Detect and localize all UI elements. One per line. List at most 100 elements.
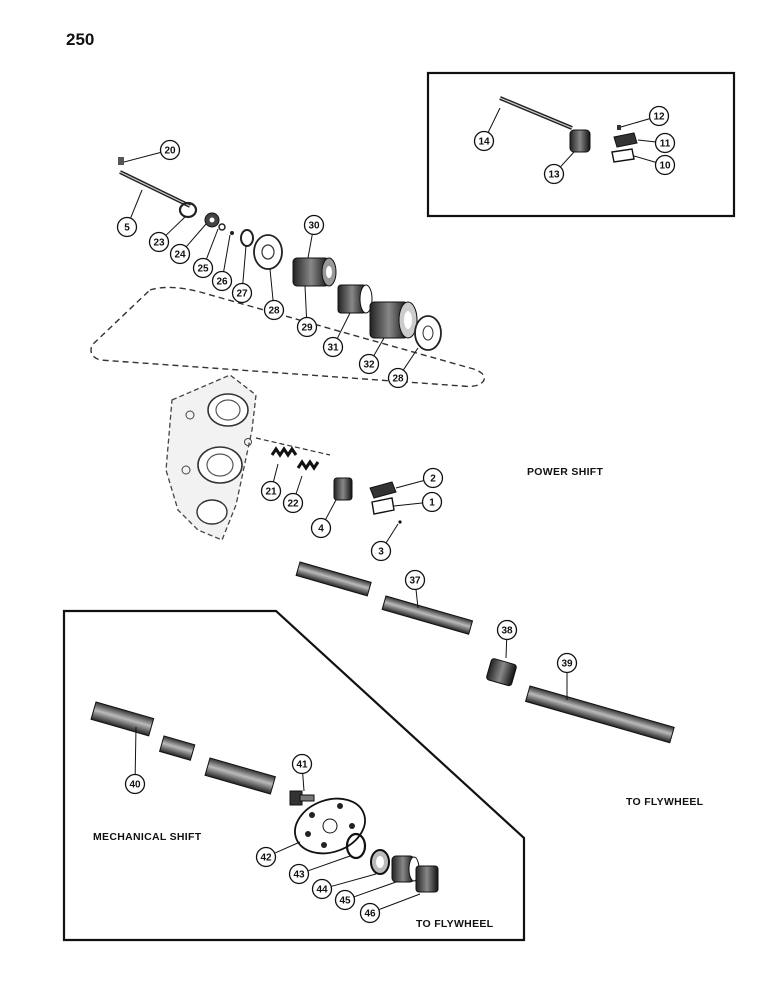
callout-30: 30 [303,214,325,259]
callout-number: 42 [260,853,272,864]
leader-line [337,312,351,339]
spring-21 [270,446,298,458]
callout-number: 2 [430,474,436,485]
leader-line [308,855,351,872]
callout-circle [322,336,344,358]
leader-line [134,726,137,775]
callout-number: 10 [659,161,671,172]
shift-rod-5 [118,157,191,208]
leader-line [307,234,313,259]
leader-line [165,215,187,236]
callout-circle [282,492,304,514]
callout-circle [296,316,318,338]
callout-20: 20 [123,139,181,163]
callout-31: 31 [322,312,351,358]
callout-circle [473,130,495,152]
callout-28: 28 [387,347,419,389]
callout-4: 4 [310,499,337,539]
callout-circle [654,132,676,154]
callout-number: 14 [478,137,490,148]
callout-circle [260,480,282,502]
leader-line [637,139,656,143]
gear-32 [369,301,418,339]
page-number: 250 [66,30,95,49]
callout-14: 14 [473,107,501,152]
callout-number: 43 [293,870,305,881]
callout-circle [303,214,325,236]
callout-number: 28 [392,374,404,385]
callout-number: 46 [364,909,376,920]
callout-number: 23 [153,238,165,249]
callout-circle [370,540,392,562]
leader-line [295,475,303,494]
callout-37: 37 [404,569,426,609]
callout-circle [211,270,233,292]
callout-circle [421,491,443,513]
callout-circle [116,216,138,238]
callout-40: 40 [124,726,146,795]
callout-circle [422,467,444,489]
leader-line [395,480,424,489]
callout-number: 39 [561,659,573,670]
callout-number: 31 [327,343,339,354]
callout-32: 32 [358,337,385,375]
callout-11: 11 [637,132,676,154]
leader-line [242,245,247,284]
callout-circle [288,863,310,885]
callout-number: 29 [301,323,313,334]
callout-circle [124,773,146,795]
leader-line [385,523,399,543]
leader-line [206,228,219,259]
power-shift-label: POWER SHIFT [527,466,604,478]
callout-41: 41 [291,753,313,792]
gear-housing-outline [90,286,485,388]
to-flywheel-label-right: TO FLYWHEEL [626,796,704,808]
callout-circle [543,163,565,185]
callout-2: 2 [395,467,444,489]
callout-circle [192,257,214,279]
callout-38: 38 [496,619,518,659]
callout-number: 30 [308,221,320,232]
leader-line [331,873,377,887]
callout-3: 3 [370,523,399,562]
callout-circle [359,902,381,924]
callout-number: 26 [216,277,228,288]
callout-number: 40 [129,780,141,791]
callout-circle [556,652,578,674]
callout-number: 1 [429,498,435,509]
bolt-41 [289,790,315,806]
callout-number: 45 [339,896,351,907]
callout-21: 21 [260,463,282,502]
callout-circle [654,154,676,176]
leader-line [186,223,207,247]
callout-number: 37 [409,576,421,587]
callout-number: 38 [501,626,513,637]
callout-circle [231,282,253,304]
callout-number: 44 [316,885,328,896]
clutch-hub-29 [292,257,337,287]
callout-25: 25 [192,228,219,279]
leader-line [560,151,575,167]
callout-44: 44 [311,873,377,900]
inset-box [426,71,736,218]
leader-line [403,347,419,370]
callout-13: 13 [543,151,575,185]
callout-circle [334,889,356,911]
callout-circle [404,569,426,591]
callout-22: 22 [282,475,304,514]
callout-circle [496,619,518,641]
callout-number: 41 [296,760,308,771]
callout-circle [263,299,285,321]
leader-line [123,152,161,163]
callout-5: 5 [116,189,143,238]
callout-number: 28 [268,306,280,317]
leader-line [354,881,397,898]
callout-number: 13 [548,170,560,181]
callout-number: 27 [236,289,248,300]
callout-circle [159,139,181,161]
callout-45: 45 [334,881,397,911]
leader-line [633,155,656,163]
leader-line [379,893,421,910]
callout-10: 10 [633,154,676,176]
